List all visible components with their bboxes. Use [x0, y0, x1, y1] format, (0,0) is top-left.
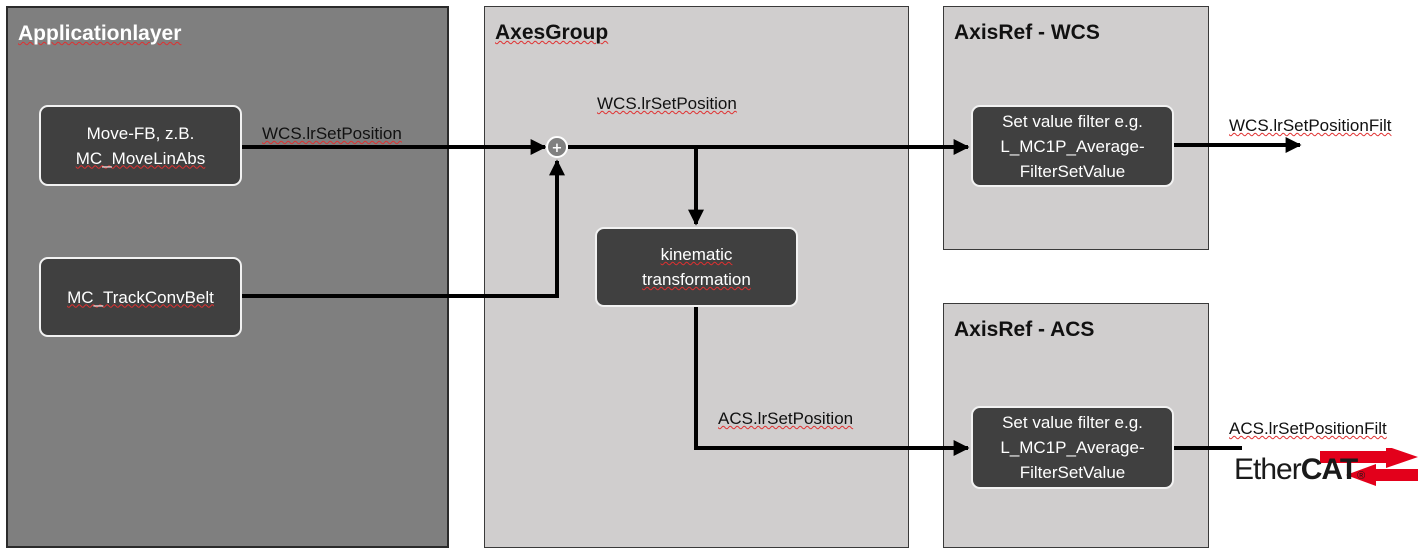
- move-fb-line2: MC_MoveLinAbs: [75, 148, 206, 168]
- axes-group-panel: AxesGroup: [484, 6, 909, 548]
- wcs-filter-line3: FilterSetValue: [1019, 161, 1126, 181]
- axis-ref-acs-title: AxisRef - ACS: [954, 318, 1095, 341]
- signal-acs-setposition: ACS.lrSetPosition: [718, 409, 854, 428]
- kinematic-line1: kinematic: [660, 245, 733, 264]
- ethercat-logo: EtherCAT®: [1234, 448, 1418, 486]
- kinematic-transformation-block: kinematic transformation: [595, 227, 798, 307]
- wcs-filter-line2: L_MC1P_Average-: [1000, 136, 1145, 156]
- acs-filter-line2: L_MC1P_Average-: [1000, 438, 1145, 457]
- signal-wcs-setposition-move: WCS.lrSetPosition: [262, 124, 402, 143]
- track-conv-belt-label: MC_TrackConvBelt: [67, 287, 214, 307]
- track-conv-belt-block: MC_TrackConvBelt: [39, 257, 242, 337]
- signal-wcs-setposition-group: WCS.lrSetPosition: [597, 94, 737, 113]
- signal-acs-setposition-filt: ACS.lrSetPositionFilt: [1229, 419, 1387, 438]
- kinematic-line2: transformation: [642, 270, 751, 289]
- acs-filter-line3: FilterSetValue: [1019, 463, 1126, 482]
- sum-node: +: [546, 136, 568, 158]
- ethercat-logo-arrow-right: [1320, 448, 1418, 468]
- move-fb-line1: Move-FB, z.B.: [86, 123, 195, 143]
- wcs-filter-line1: Set value filter e.g.: [1002, 111, 1143, 131]
- wcs-filter-block: Set value filter e.g. L_MC1P_Average- Fi…: [971, 105, 1174, 187]
- svg-text:EtherCAT®: EtherCAT®: [1234, 453, 1365, 486]
- sum-symbol: +: [552, 141, 563, 156]
- move-fb-block: Move-FB, z.B. MC_MoveLinAbs: [39, 105, 242, 186]
- arrow-track-to-sum: [242, 159, 565, 298]
- acs-filter-block: Set value filter e.g. L_MC1P_Average- Fi…: [971, 406, 1174, 489]
- acs-filter-line1: Set value filter e.g.: [1002, 413, 1143, 432]
- signal-wcs-setposition-filt: WCS.lrSetPositionFilt: [1229, 116, 1392, 135]
- arrow-kinematic-to-acs-filter: [694, 306, 970, 456]
- ethercat-logo-arrow-left: [1346, 464, 1418, 486]
- ethercat-logo-text-plain: Ether: [1234, 453, 1302, 486]
- ethercat-logo-mark: ®: [1357, 470, 1365, 482]
- axis-ref-wcs-title: AxisRef - WCS: [954, 21, 1100, 44]
- application-layer-title: Applicationlayer: [18, 22, 182, 45]
- axes-group-title: AxesGroup: [495, 21, 609, 44]
- ethercat-logo-text-bold: CAT: [1301, 453, 1358, 486]
